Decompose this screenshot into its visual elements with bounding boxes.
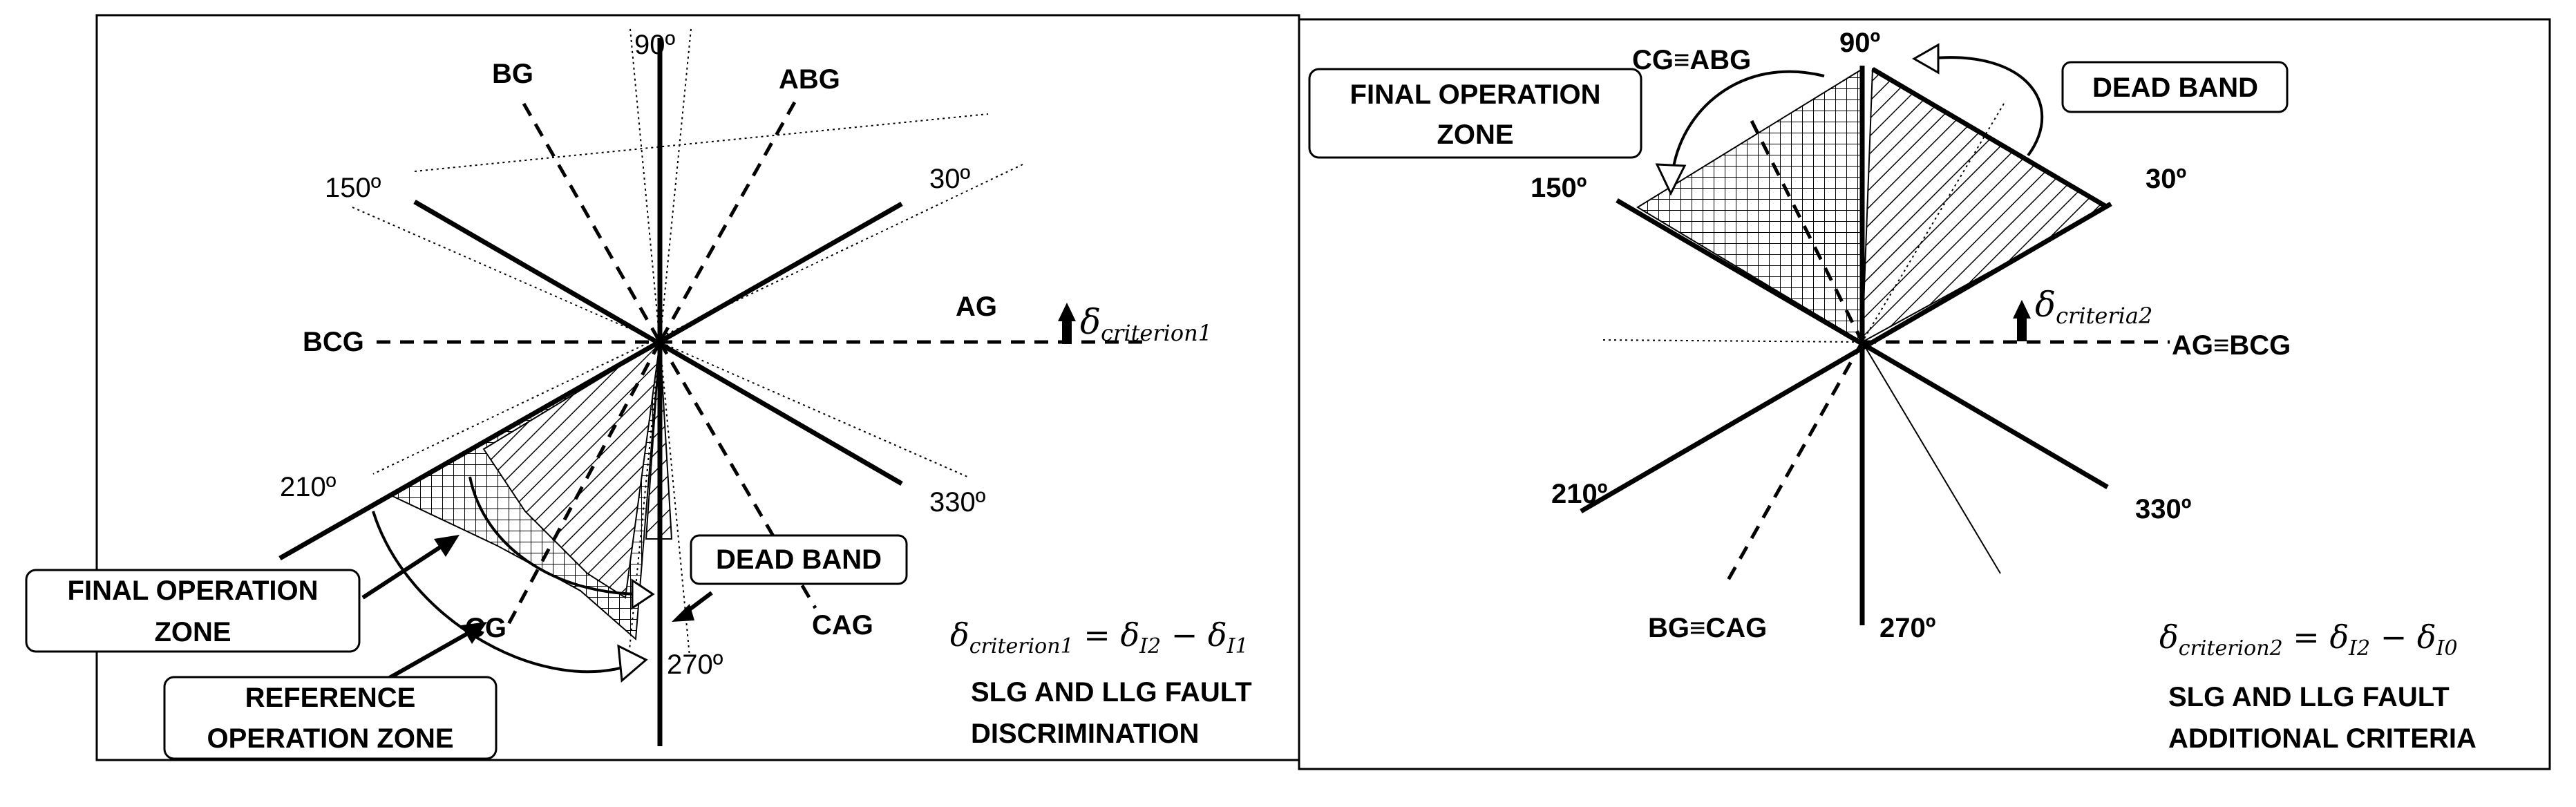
left-reference-zone-curved-arrow bbox=[468, 476, 643, 596]
right-dead-band-curved-arrowhead bbox=[1911, 43, 1940, 75]
left-delta-up-arrow-shaft bbox=[1062, 319, 1072, 344]
right-delta-up-arrow-head bbox=[2013, 300, 2031, 319]
right-thin-solid-line bbox=[1862, 341, 2001, 574]
right-thin-line bbox=[1602, 339, 1863, 343]
svg-text:ZONE: ZONE bbox=[154, 617, 231, 647]
left-panel: 90º 150º 30º 210º 330º 270º BG ABG AG BC… bbox=[25, 14, 1300, 761]
left-label-ag: AG bbox=[956, 292, 997, 322]
left-cag-line bbox=[658, 341, 817, 609]
right-caption-line2: ADDITIONAL CRITERIA bbox=[2168, 723, 2476, 754]
left-final-zone-pointer-head bbox=[434, 535, 460, 557]
left-delta-criterion-label: δcriterion1 bbox=[1080, 302, 1212, 346]
left-angle-270: 270º bbox=[667, 649, 723, 680]
left-reference-zone-diag bbox=[482, 341, 661, 599]
left-dead-band-pointer-head bbox=[672, 604, 694, 622]
left-reference-zone-curved-arrowhead bbox=[631, 578, 655, 610]
right-angle-330: 330º bbox=[2135, 494, 2191, 524]
left-angle-330: 330º bbox=[929, 487, 986, 518]
right-zone-top-edge bbox=[1871, 66, 2109, 210]
left-reference-operation-zone-callout: REFERENCE OPERATION ZONE bbox=[163, 676, 498, 760]
right-label-ag-bcg: AG≡BCG bbox=[2172, 330, 2291, 361]
right-angle-270: 270º bbox=[1879, 613, 1935, 643]
right-panel-frame bbox=[1298, 18, 2551, 770]
right-final-zone-curved-arrow bbox=[1671, 70, 1825, 177]
right-label-cg-abg: CG≡ABG bbox=[1632, 45, 1751, 75]
right-axis-30-210 bbox=[1580, 201, 2112, 514]
left-label-cag: CAG bbox=[812, 610, 873, 640]
right-final-zone-curved-arrowhead bbox=[1655, 163, 1687, 196]
svg-text:REFERENCE: REFERENCE bbox=[245, 683, 416, 713]
right-label-bg-cag: BG≡CAG bbox=[1648, 613, 1767, 643]
left-label-abg: ABG bbox=[779, 64, 840, 95]
left-label-bcg: BCG bbox=[303, 327, 364, 357]
svg-text:DEAD BAND: DEAD BAND bbox=[716, 544, 882, 575]
left-dead-band-callout: DEAD BAND bbox=[690, 534, 908, 585]
right-dead-band-curved-arrow bbox=[1927, 56, 2044, 157]
right-bg-cag-line bbox=[1722, 341, 1864, 589]
right-cg-abg-line bbox=[1750, 120, 1864, 343]
svg-text:ZONE: ZONE bbox=[1437, 120, 1513, 150]
right-panel: 90º 150º 30º 210º 330º 270º CG≡ABG AG≡BC… bbox=[1298, 18, 2551, 770]
right-angle-210: 210º bbox=[1551, 479, 1607, 509]
left-angle-90: 90º bbox=[634, 30, 675, 60]
svg-text:FINAL OPERATION: FINAL OPERATION bbox=[1350, 79, 1601, 110]
left-axis-30-210 bbox=[278, 201, 903, 561]
left-thin-line bbox=[352, 207, 968, 477]
left-cg-line bbox=[506, 341, 662, 627]
right-angle-30: 30º bbox=[2146, 164, 2186, 194]
right-thin-line bbox=[1862, 103, 2005, 343]
left-label-cg: CG bbox=[465, 613, 506, 643]
left-label-bg: BG bbox=[492, 59, 533, 89]
left-caption-line1: SLG AND LLG FAULT bbox=[971, 677, 1252, 708]
left-thin-line bbox=[414, 113, 989, 172]
right-final-operation-zone-callout: FINAL OPERATION ZONE bbox=[1308, 68, 1642, 159]
left-final-zone-curved-arrowhead bbox=[617, 644, 648, 683]
right-delta-criteria-label: δcriteria2 bbox=[2035, 285, 2152, 329]
right-angle-150: 150º bbox=[1531, 173, 1587, 203]
left-reference-zone-pointer-head bbox=[461, 622, 487, 644]
left-final-zone-pointer bbox=[361, 544, 444, 600]
svg-text:OPERATION ZONE: OPERATION ZONE bbox=[207, 723, 453, 754]
svg-text:FINAL OPERATION: FINAL OPERATION bbox=[68, 576, 319, 606]
left-final-zone-curved-arrow bbox=[372, 511, 636, 674]
left-final-operation-zone-callout: FINAL OPERATION ZONE bbox=[25, 569, 361, 653]
right-dead-band-callout: DEAD BAND bbox=[2061, 61, 2289, 113]
left-angle-210: 210º bbox=[280, 472, 337, 502]
left-angle-30: 30º bbox=[929, 164, 970, 194]
left-caption-line2: DISCRIMINATION bbox=[971, 719, 1199, 749]
right-angle-90: 90º bbox=[1839, 28, 1880, 58]
right-caption-line1: SLG AND LLG FAULT bbox=[2168, 682, 2450, 712]
right-delta-up-arrow-shaft bbox=[2017, 316, 2027, 341]
right-formula: δcriterion2 = δI2 − δI0 bbox=[2159, 618, 2458, 661]
left-angle-150: 150º bbox=[325, 173, 381, 203]
left-delta-up-arrow-head bbox=[1058, 303, 1076, 321]
svg-text:DEAD BAND: DEAD BAND bbox=[2092, 73, 2258, 103]
right-final-operation-zone-hatch bbox=[1636, 68, 1863, 343]
left-formula: δcriterion1 = δI2 − δI1 bbox=[950, 616, 1249, 658]
